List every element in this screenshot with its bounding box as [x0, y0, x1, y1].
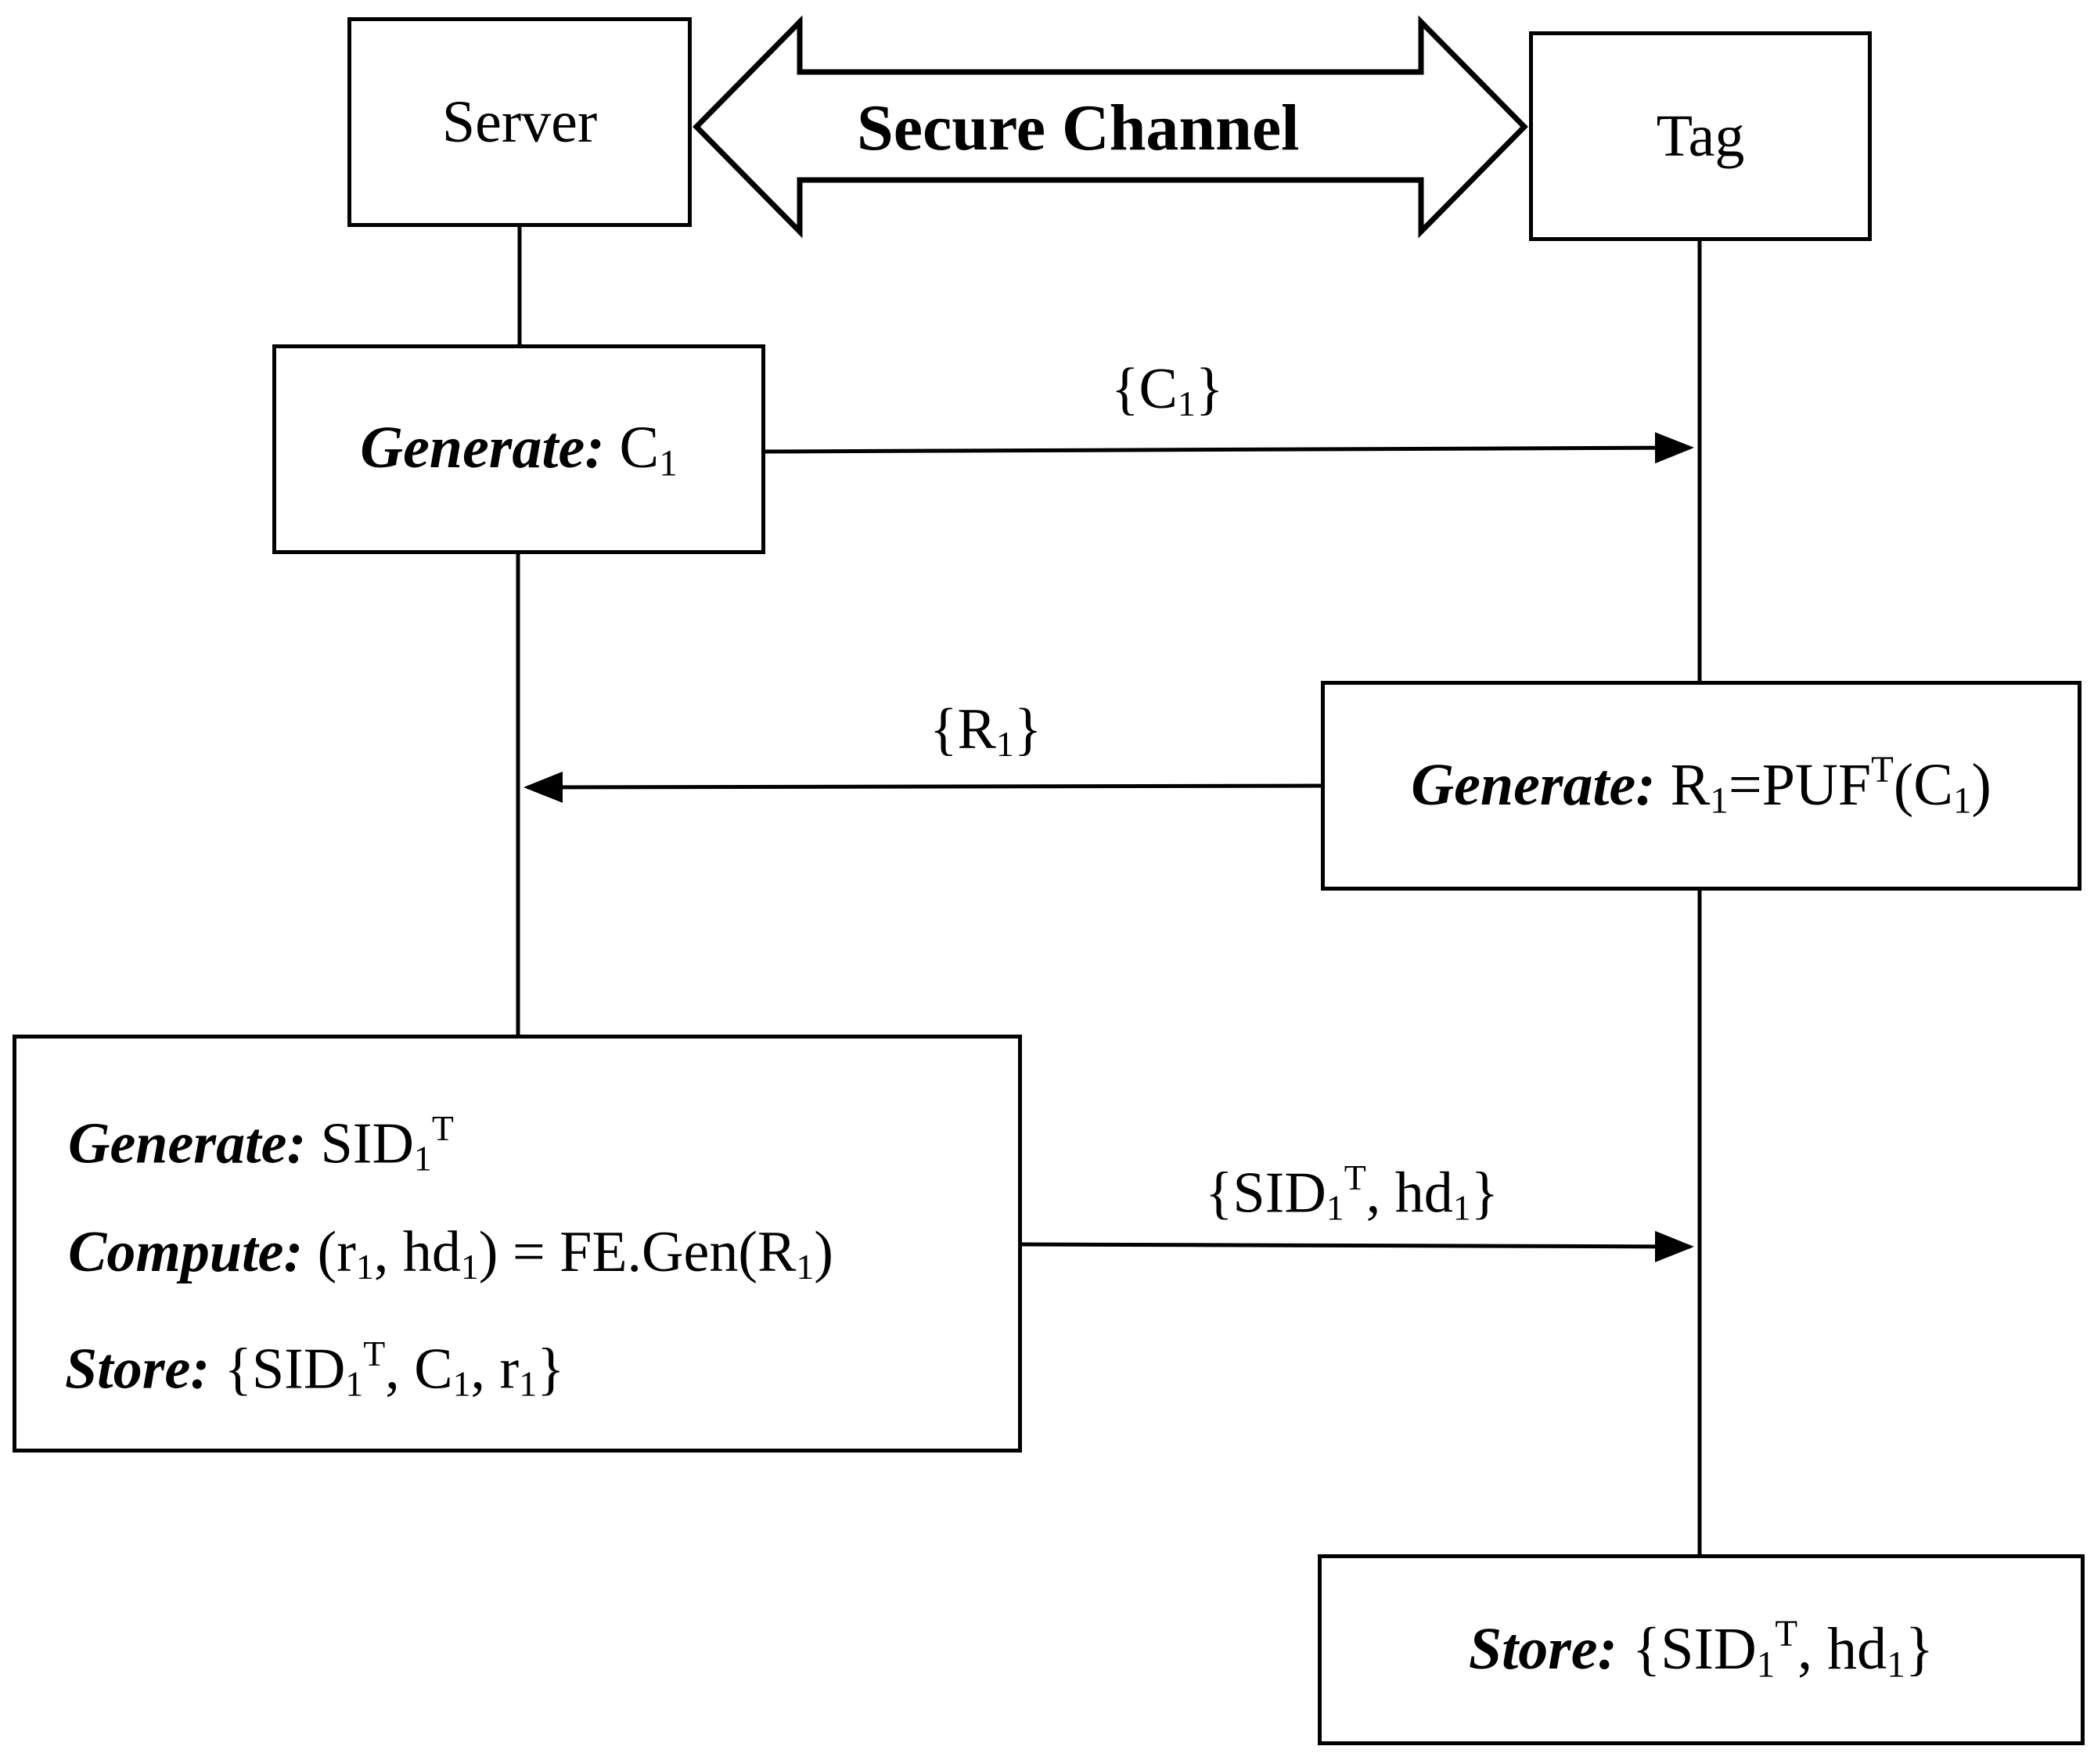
- tag-label: Tag: [1656, 103, 1745, 169]
- message-label-1: {C1}: [1111, 357, 1224, 424]
- tag-store-box: Store: {SID1T, hd1}: [1318, 1554, 2085, 1745]
- server-generate-box: Generate: C1: [272, 344, 765, 554]
- message-arrow-1: [763, 432, 1694, 464]
- server-label: Server: [441, 88, 598, 155]
- tag-generate-text: Generate: R1=PUFT(C1): [1411, 750, 1991, 822]
- secure-channel-label: Secure Channel: [857, 92, 1300, 164]
- server-generate-sid: Generate: SID1T: [68, 1108, 454, 1179]
- server-process-box: Generate: SID1T Compute: (r1, hd1) = FE.…: [13, 1035, 1022, 1453]
- tag-store-text: Store: {SID1T, hd1}: [1468, 1614, 1934, 1686]
- message-label-3: {SID1T, hd1}: [1205, 1157, 1499, 1228]
- server-compute-fe: Compute: (r1, hd1) = FE.Gen(R1): [68, 1220, 833, 1287]
- server-box: Server: [347, 17, 692, 227]
- message-arrow-2: [524, 771, 1323, 803]
- tag-generate-box: Generate: R1=PUFT(C1): [1321, 681, 2081, 891]
- message-label-2: {R1}: [930, 697, 1042, 765]
- server-store: Store: {SID1T, C1, r1}: [65, 1334, 565, 1404]
- message-arrow-3: [1020, 1230, 1694, 1262]
- secure-channel-arrow: [693, 15, 1528, 239]
- tag-box: Tag: [1529, 31, 1872, 241]
- server-generate-text: Generate: C1: [360, 414, 678, 484]
